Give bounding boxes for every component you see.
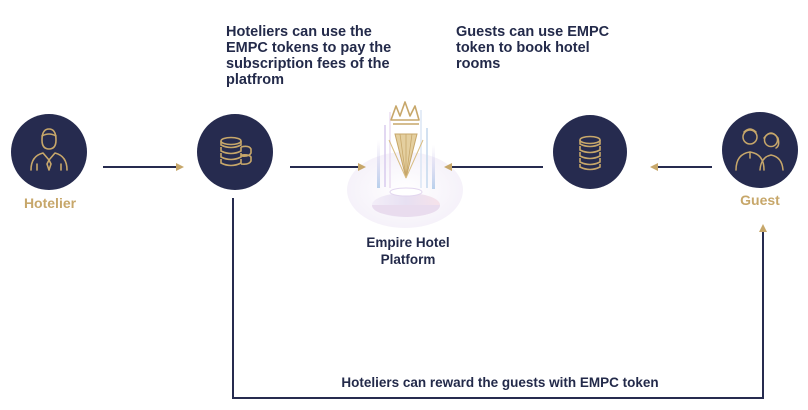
guest-node bbox=[722, 112, 798, 188]
crown-platform-icon bbox=[347, 101, 463, 228]
coins-node-left bbox=[197, 114, 273, 190]
guest-label: Guest bbox=[740, 192, 780, 208]
coins-node-right bbox=[553, 115, 627, 189]
hotelier-node bbox=[11, 114, 87, 190]
arrow-reward-loop bbox=[232, 198, 767, 399]
coin-stack-icon bbox=[220, 136, 252, 167]
couple-icon bbox=[735, 128, 784, 171]
arrow-coins-to-platform bbox=[290, 163, 366, 171]
hoteliers-payment-note: Hoteliers can use the EMPC tokens to pay… bbox=[226, 24, 392, 88]
guests-booking-note: Guests can use EMPC token to book hotel … bbox=[456, 24, 610, 72]
coin-stack-icon bbox=[579, 135, 601, 171]
arrow-coins-to-platform-right bbox=[444, 163, 543, 171]
person-icon bbox=[30, 128, 68, 171]
platform-label: Empire Hotel Platform bbox=[366, 235, 450, 267]
arrow-guest-to-coins bbox=[650, 163, 712, 171]
reward-flow-label: Hoteliers can reward the guests with EMP… bbox=[341, 375, 659, 390]
arrow-hotelier-to-coins bbox=[103, 163, 184, 171]
hotelier-label: Hotelier bbox=[23, 195, 77, 211]
